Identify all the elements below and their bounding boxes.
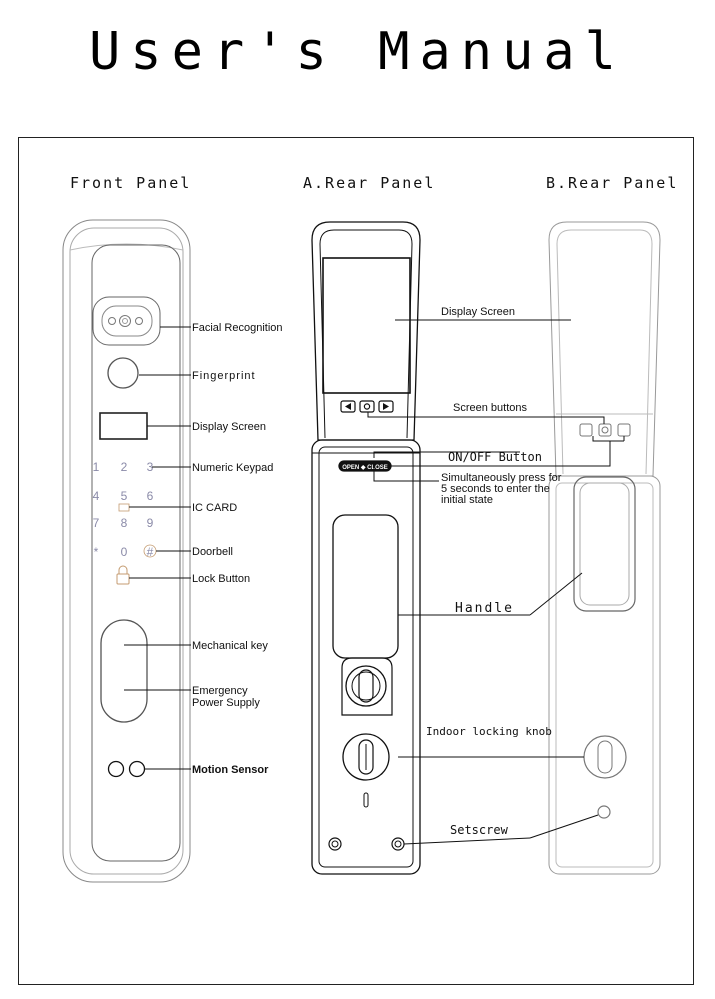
label-screen-buttons: Screen buttons [453,402,527,414]
front-panel-heading: Front Panel [70,174,191,192]
key-hash: # [147,545,154,559]
key-2: 2 [121,460,128,474]
diagram-frame [18,137,694,985]
screen-button-b-right [617,423,631,437]
label-rear-display-screen: Display Screen [441,306,515,318]
card-icon [118,503,130,512]
page-title: User's Manual [89,22,626,82]
screen-button-left [340,400,356,413]
rear-labels: Display Screen Screen buttons ON/OFF But… [426,306,562,837]
label-handle: Handle [455,601,514,616]
key-0: 0 [121,545,128,559]
key-6: 6 [147,489,154,503]
rear-panel-a-drawing [311,221,421,875]
setscrew-b [597,805,611,819]
rear-panel-b-drawing [548,221,661,875]
screen-button-home [359,400,375,413]
setscrew-a-left [328,837,342,851]
key-3: 3 [147,460,154,474]
fingerprint-sensor [107,357,139,389]
screen-button-right [378,400,394,413]
rear-leader-lines [367,319,625,845]
front-leader-lines [124,326,191,770]
label-emergency-line2: Power Supply [192,697,260,709]
rear-handle [332,514,399,659]
key-5: 5 [121,489,128,503]
label-note-line2: 5 seconds to enter the [441,483,550,495]
screen-button-b-home [598,423,612,437]
label-facial-recognition: Facial Recognition [192,322,283,334]
key-1: 1 [93,460,100,474]
label-note-line1: Simultaneously press for [441,472,562,484]
rear-panel-a-heading: A.Rear Panel [303,174,435,192]
label-onoff-button: ON/OFF Button [448,450,542,464]
label-indoor-locking-knob: Indoor locking knob [426,725,552,738]
front-labels: Facial Recognition Fingerprint Display S… [192,322,283,776]
label-motion-sensor: Motion Sensor [192,764,269,776]
motion-sensor-left [107,760,125,778]
rear-display-screen [322,257,411,394]
label-note-line3: initial state [441,494,493,506]
key-8: 8 [121,516,128,530]
rear-panel-b-heading: B.Rear Panel [546,174,678,192]
label-fingerprint: Fingerprint [192,370,256,382]
indoor-locking-knob-a [342,733,390,781]
key-4: 4 [93,489,100,503]
numeric-keypad: 1 2 3 4 5 6 7 8 9 * 0 # [93,460,157,559]
label-setscrew: Setscrew [450,823,509,837]
key-star: * [94,545,99,559]
label-numeric-keypad: Numeric Keypad [192,462,273,474]
mechanical-key-cover [100,619,148,723]
label-doorbell: Doorbell [192,546,233,558]
motion-sensor-right [128,760,146,778]
facial-recognition-module [92,296,161,346]
lock-icon [116,565,130,585]
front-display-screen [99,412,148,440]
label-lock-button: Lock Button [192,573,250,585]
label-display-screen: Display Screen [192,421,266,433]
screen-button-b-left [579,423,593,437]
label-mechanical-key: Mechanical key [192,640,268,652]
key-7: 7 [93,516,100,530]
indoor-locking-knob-b [583,735,627,779]
label-emergency-line1: Emergency [192,685,248,697]
rear-handle-b [573,476,636,612]
key-9: 9 [147,516,154,530]
label-ic-card: IC CARD [192,502,237,514]
setscrew-a-right [391,837,405,851]
onoff-switch-text: OPEN ◆ CLOSE [342,464,388,471]
